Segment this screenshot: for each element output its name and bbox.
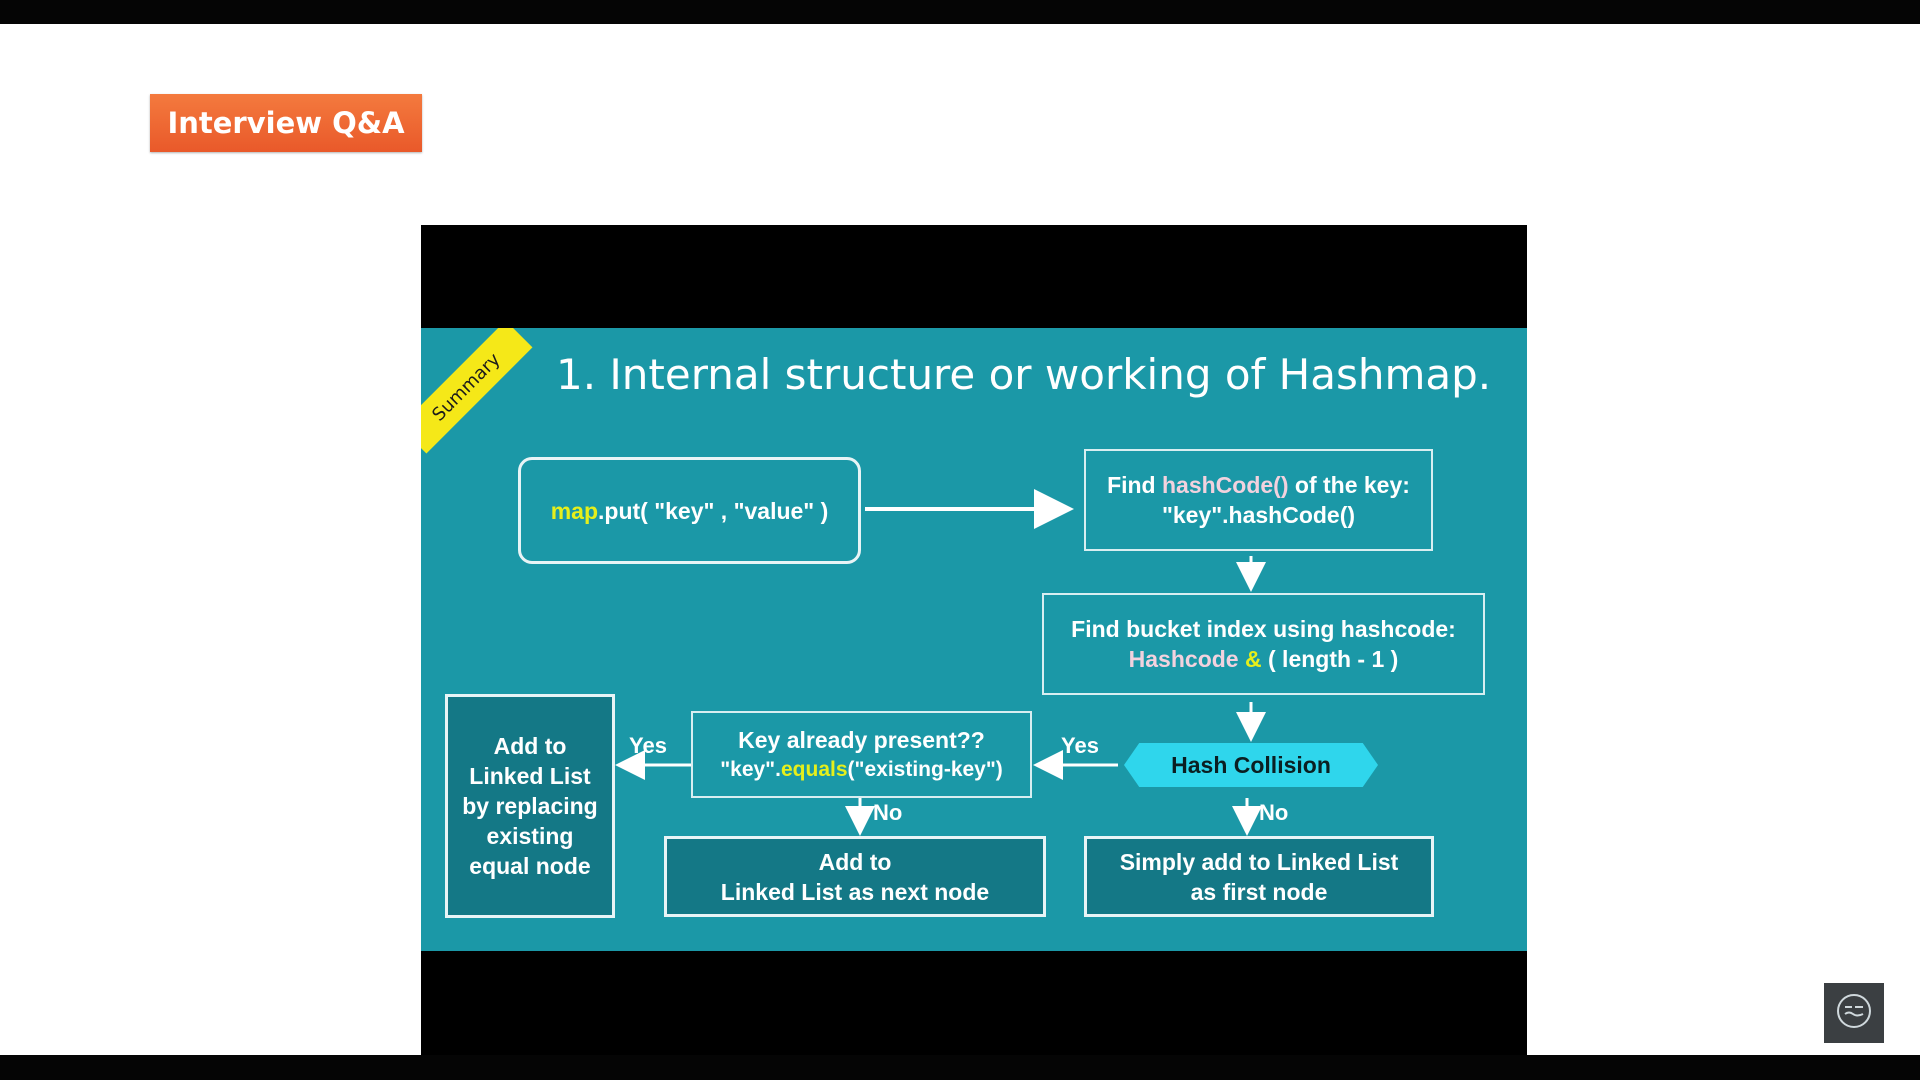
- first-node-line1: Simply add to Linked List: [1119, 848, 1399, 875]
- map-text: map: [550, 497, 599, 524]
- first-node-box: Simply add to Linked List as first node: [1084, 836, 1434, 917]
- slide: Summary 1. Internal structure or working…: [421, 328, 1527, 951]
- equals-text: equals: [780, 757, 848, 781]
- interview-qa-tag: Interview Q&A: [150, 94, 422, 152]
- bucket-hashcode-text: Hashcode: [1128, 646, 1245, 672]
- slide-title: 1. Internal structure or working of Hash…: [556, 350, 1492, 399]
- no-label-key: No: [873, 800, 903, 825]
- put-box: map.put( "key" , "value" ): [518, 457, 861, 564]
- no-label-collision: No: [1259, 800, 1289, 825]
- hashcode-method-text: hashCode(): [1162, 472, 1289, 498]
- video-player[interactable]: Summary 1. Internal structure or working…: [421, 225, 1527, 1055]
- bucket-index-box: Find bucket index using hashcode: Hashco…: [1042, 593, 1485, 695]
- key-text: "key".: [720, 757, 781, 781]
- put-call-text: .put( "key" , "value" ): [598, 497, 829, 524]
- yes-label-collision: Yes: [1061, 733, 1099, 758]
- hash-collision-node: Hash Collision: [1124, 743, 1378, 787]
- next-node-line1: Add to: [818, 848, 892, 875]
- key-hashcode-text: "key".hashCode(): [1161, 502, 1356, 528]
- existing-key-text: ("existing-key"): [847, 757, 1003, 781]
- of-key-text: of the key:: [1288, 472, 1410, 498]
- flow-arrows: [615, 489, 1266, 836]
- top-bar: [0, 0, 1920, 24]
- bucket-line1: Find bucket index using hashcode:: [1071, 616, 1456, 642]
- next-node-box: Add to Linked List as next node: [664, 836, 1046, 917]
- replace-node-box: Add to Linked List by replacing existing…: [445, 694, 615, 918]
- captions-button[interactable]: [1824, 983, 1884, 1043]
- bottom-bar: [0, 1055, 1920, 1080]
- next-node-line2: Linked List as next node: [720, 878, 990, 905]
- hashcode-box: Find hashCode() of the key: "key".hashCo…: [1084, 449, 1433, 551]
- first-node-line2: as first node: [1190, 878, 1328, 905]
- key-present-line1: Key already present??: [738, 726, 985, 753]
- key-present-box: Key already present?? "key".equals("exis…: [691, 711, 1032, 798]
- length-text: ( length - 1 ): [1261, 646, 1399, 672]
- replace-node-text: Add to Linked List by replacing existing…: [462, 733, 598, 879]
- find-text: Find: [1107, 472, 1162, 498]
- ampersand-text: &: [1244, 646, 1262, 672]
- captions-icon: [1835, 992, 1873, 1035]
- yes-label-key: Yes: [629, 733, 667, 758]
